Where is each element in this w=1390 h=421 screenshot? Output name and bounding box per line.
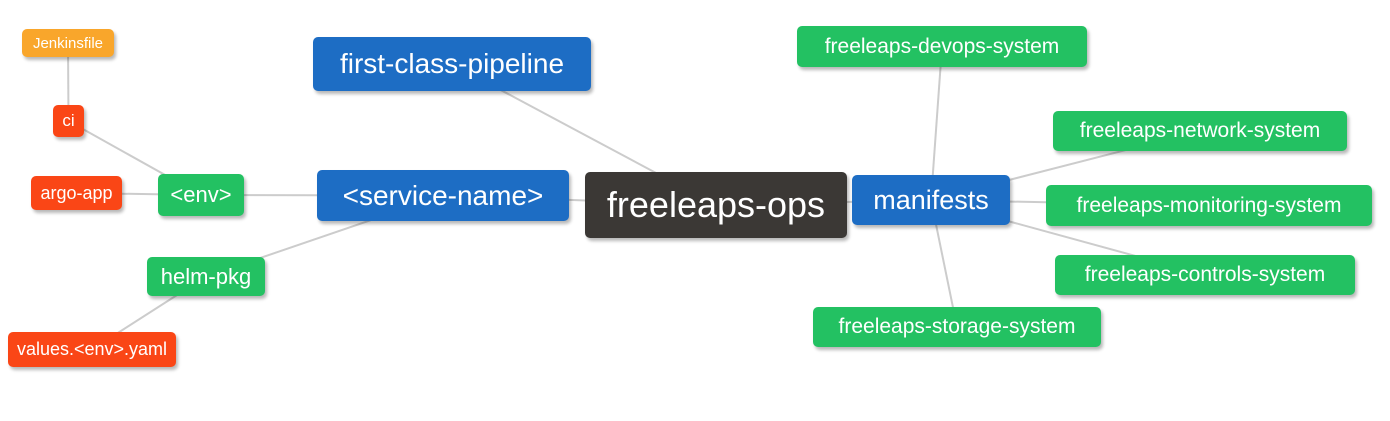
mindmap-node-freeleaps-storage-system[interactable]: freeleaps-storage-system — [813, 307, 1101, 347]
mindmap-node-manifests[interactable]: manifests — [852, 175, 1010, 225]
mindmap-node-freeleaps-controls-system[interactable]: freeleaps-controls-system — [1055, 255, 1355, 295]
mindmap-node-helm-pkg[interactable]: helm-pkg — [147, 257, 265, 296]
mindmap-node-freeleaps-monitoring-system[interactable]: freeleaps-monitoring-system — [1046, 185, 1372, 226]
mindmap-node-ci[interactable]: ci — [53, 105, 84, 137]
mindmap-node-service-name[interactable]: <service-name> — [317, 170, 569, 221]
mindmap-node-freeleaps-ops[interactable]: freeleaps-ops — [585, 172, 847, 238]
mindmap-node-freeleaps-network-system[interactable]: freeleaps-network-system — [1053, 111, 1347, 151]
mindmap-node-freeleaps-devops-system[interactable]: freeleaps-devops-system — [797, 26, 1087, 67]
mindmap-node-jenkinsfile[interactable]: Jenkinsfile — [22, 29, 114, 57]
mindmap-node-env[interactable]: <env> — [158, 174, 244, 216]
edge-manifests--freeleaps-devops-system — [930, 46, 943, 201]
mindmap-node-first-class-pipeline[interactable]: first-class-pipeline — [313, 37, 591, 91]
mindmap-node-values-env-yaml[interactable]: values.<env>.yaml — [8, 332, 176, 367]
mindmap-node-argo-app[interactable]: argo-app — [31, 176, 122, 210]
